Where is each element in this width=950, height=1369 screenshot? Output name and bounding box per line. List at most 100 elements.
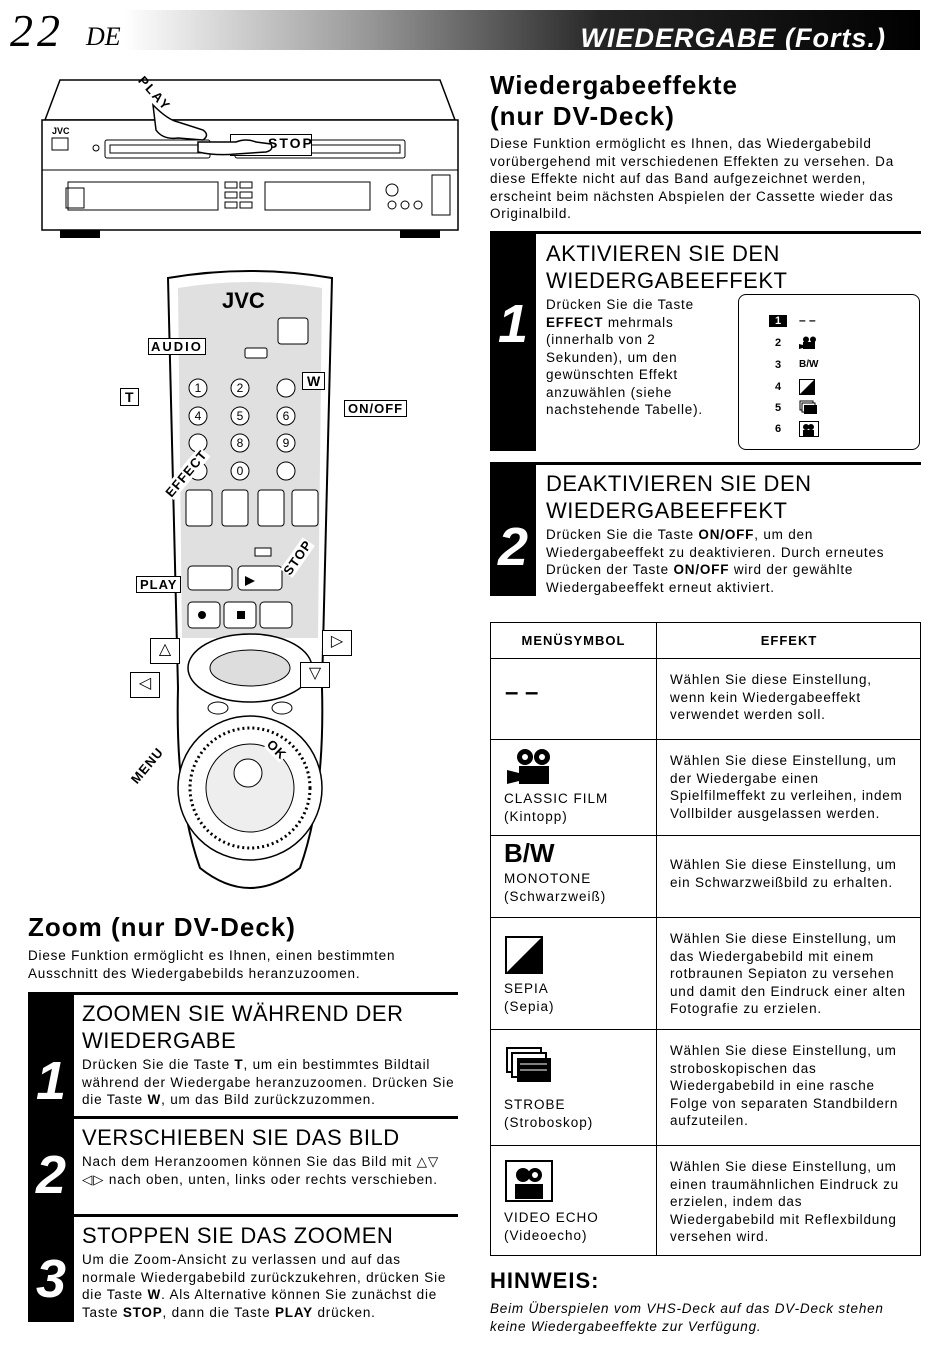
film-camera-icon: [799, 336, 816, 349]
film-camera-icon: [507, 749, 550, 784]
step-rule: [74, 1116, 458, 1119]
svg-text:5: 5: [237, 409, 244, 423]
svg-text:0: 0: [237, 464, 244, 478]
effect-description: Wählen Sie diese Einstellung, um das Wie…: [670, 931, 906, 1016]
step-bar: 2: [490, 462, 536, 596]
left-arrow-icon: ◁: [130, 672, 160, 698]
step-number: 2: [35, 1145, 67, 1205]
step-heading: DEAKTIVIEREN SIE DEN: [546, 471, 812, 496]
svg-text:2: 2: [237, 381, 244, 395]
effect-name: MONOTONE: [504, 871, 592, 886]
legend-number: 6: [774, 423, 782, 435]
table-header-symbol: MENÜSYMBOL: [521, 633, 626, 648]
page-title: WIEDERGABE (Forts.): [580, 23, 886, 53]
right-arrow-icon: ▷: [322, 630, 352, 656]
step-rule: [490, 231, 921, 234]
left-right-arrows-icon: ◁▷: [82, 1171, 105, 1187]
zoom-intro: Diese Funktion ermöglicht es Ihnen, eine…: [28, 948, 396, 981]
effects-intro: Diese Funktion ermöglicht es Ihnen, das …: [490, 136, 895, 221]
step-bar: [28, 992, 74, 1322]
step-heading: AKTIVIEREN SIE DEN: [546, 241, 780, 266]
dash-icon: – –: [505, 679, 539, 706]
svg-text:8: 8: [237, 436, 244, 450]
effect-name: CLASSIC FILM: [504, 791, 609, 806]
remote-play-label: PLAY: [136, 576, 182, 593]
effect-description: Wählen Sie diese Einstellung, um ein Sch…: [670, 857, 897, 890]
svg-text:6: 6: [283, 409, 290, 423]
note-title: HINWEIS:: [490, 1268, 600, 1293]
effect-name-de: (Stroboskop): [504, 1115, 594, 1130]
page-number: 22: [10, 5, 64, 56]
table-row: CLASSIC FILM (Kintopp) Wählen Sie diese …: [491, 739, 920, 836]
pointing-hand-icon: [197, 139, 273, 156]
header-bar: WIEDERGABE (Forts.): [124, 10, 920, 53]
language-code: DE: [86, 22, 121, 51]
sepia-icon: [505, 936, 543, 974]
zoom-title: Zoom (nur DV-Deck): [28, 912, 296, 942]
effect-name-de: (Schwarzweiß): [504, 889, 607, 904]
step-text: Nach dem Heranzoomen können Sie das Bild…: [82, 1154, 440, 1187]
effect-name-de: (Kintopp): [504, 809, 568, 824]
svg-text:1: 1: [195, 381, 202, 395]
w-button-label: W: [302, 372, 326, 390]
step-heading: WIEDERGABE: [82, 1028, 237, 1053]
up-arrow-icon: △: [150, 638, 180, 664]
step-heading: WIEDERGABEEFFEKT: [546, 498, 788, 523]
audio-label: AUDIO: [148, 338, 206, 355]
bw-icon: B/W: [504, 838, 555, 868]
video-echo-icon: [799, 421, 819, 437]
step-number: 3: [35, 1249, 67, 1309]
table-row: VIDEO ECHO (Videoecho) Wählen Sie diese …: [491, 1145, 920, 1257]
step-bar: 1: [490, 231, 536, 451]
deck-stop-label: STOP: [268, 135, 314, 151]
svg-text:9: 9: [283, 436, 290, 450]
step-number: 1: [497, 294, 529, 354]
strobe-icon: [799, 400, 817, 414]
note-text: Beim Überspielen vom VHS-Deck auf das DV…: [490, 1301, 884, 1334]
video-echo-icon: [505, 1160, 553, 1202]
step-rule: [490, 462, 921, 465]
bw-icon: B/W: [799, 359, 819, 370]
down-arrow-icon: ▽: [300, 662, 330, 688]
legend-number: 1: [769, 315, 787, 327]
effect-name: VIDEO ECHO: [504, 1210, 599, 1225]
step-rule: [28, 992, 458, 995]
deck-brand-logo: JVC: [52, 126, 70, 136]
page-header: 22 DE WIEDERGABE (Forts.): [0, 0, 950, 60]
step-number: 1: [35, 1051, 67, 1111]
effect-name: SEPIA: [504, 981, 549, 996]
effects-title-line2: (nur DV-Deck): [490, 101, 675, 131]
table-row: – – Wählen Sie diese Einstellung, wenn k…: [491, 658, 920, 740]
step-text: Um die Zoom-Ansicht zu verlassen und auf…: [82, 1252, 447, 1320]
svg-text:4: 4: [195, 409, 202, 423]
strobe-icon: [506, 1047, 551, 1082]
step-rule: [74, 1214, 458, 1217]
effects-title-line1: Wiedergabeeffekte: [490, 70, 738, 100]
step-heading: STOPPEN SIE DAS ZOOMEN: [82, 1223, 394, 1248]
t-button-label: T: [120, 388, 139, 406]
sepia-icon: [799, 379, 815, 395]
step-text: Drücken Sie die Taste T, um ein bestimmt…: [82, 1057, 455, 1107]
legend-number: 3: [774, 359, 782, 371]
effect-name: STROBE: [504, 1097, 566, 1112]
table-row: SEPIA (Sepia) Wählen Sie diese Einstellu…: [491, 917, 920, 1030]
step-text: Drücken Sie die Taste EFFECT mehrmals (i…: [546, 297, 703, 417]
effect-menu-display: 1 2 3 4 5 6 – – B/W: [738, 294, 920, 450]
legend-number: 2: [774, 337, 782, 349]
pointing-hand-icon: [151, 102, 208, 141]
effect-description: Wählen Sie diese Einstellung, um einen t…: [670, 1159, 899, 1244]
step-text: Drücken Sie die Taste ON/OFF, um den Wie…: [546, 527, 885, 595]
step-heading: ZOOMEN SIE WÄHREND DER: [82, 1001, 404, 1026]
step-heading: WIEDERGABEEFFEKT: [546, 268, 788, 293]
table-row: B/W MONOTONE (Schwarzweiß) Wählen Sie di…: [491, 835, 920, 918]
onoff-label: ON/OFF: [344, 400, 408, 417]
table-row: STROBE (Stroboskop) Wählen Sie diese Ein…: [491, 1029, 920, 1146]
step-number: 2: [497, 517, 529, 577]
effect-name-de: (Videoecho): [504, 1228, 588, 1243]
effect-description: Wählen Sie diese Einstellung, wenn kein …: [670, 672, 872, 722]
column-divider: [656, 623, 657, 1255]
dash-icon: – –: [799, 313, 816, 327]
remote-brand-logo: JVC: [222, 288, 265, 313]
effect-name-de: (Sepia): [504, 999, 555, 1014]
effect-description: Wählen Sie diese Einstellung, um der Wie…: [670, 753, 903, 821]
